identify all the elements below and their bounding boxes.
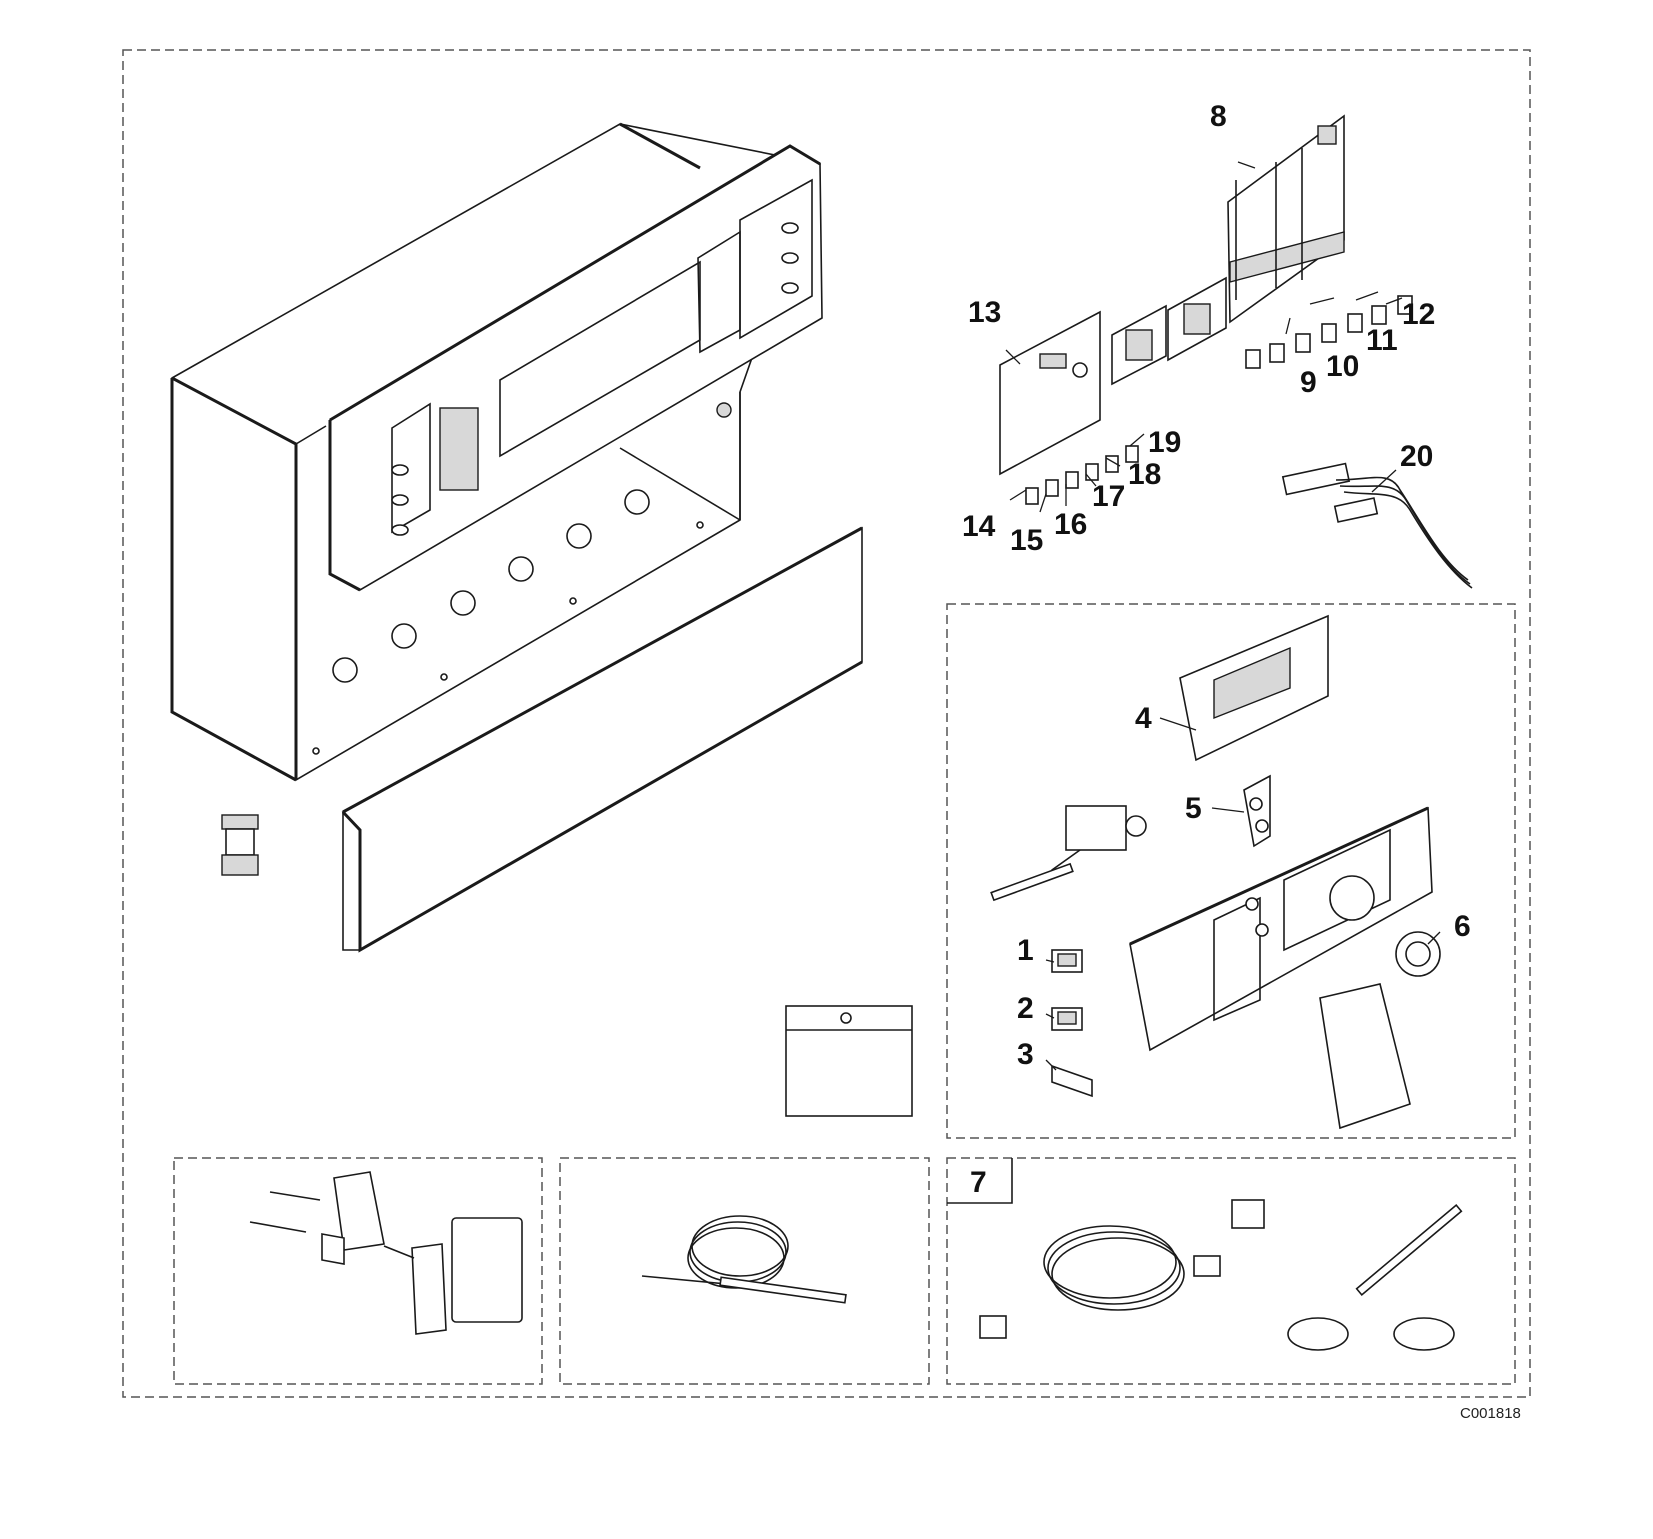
callout-labels: 1 2 3 4 5 6 7 8 9 10 11 12 13 14 15 16 1… (962, 100, 1471, 1199)
wiring-harness-20 (1281, 462, 1473, 589)
cable-gland (221, 814, 259, 876)
callout-13: 13 (968, 296, 1001, 329)
callout-18: 18 (1128, 458, 1161, 491)
sensor-kit-frame (946, 1157, 1516, 1385)
main-pcb-8 (1227, 114, 1345, 324)
front-fascia-panel (328, 144, 823, 592)
front-cover-plate (341, 526, 863, 953)
leader-lines (1005, 161, 1441, 1071)
label-bag (785, 1005, 913, 1117)
control-fascia (1129, 806, 1433, 1052)
callout-17: 17 (1092, 480, 1125, 513)
callout-12: 12 (1402, 298, 1435, 331)
callout-5: 5 (1185, 792, 1202, 825)
callout-9: 9 (1300, 366, 1317, 399)
switch-board-5 (1243, 774, 1271, 848)
switch-1 (1051, 949, 1083, 973)
callout-7: 7 (970, 1166, 987, 1199)
callout-6: 6 (1454, 910, 1471, 943)
capillary-sensor-coil (641, 1215, 847, 1304)
callout-3: 3 (1017, 1038, 1034, 1071)
callout-8: 8 (1210, 100, 1227, 133)
connector-row-9-12 (1245, 295, 1413, 369)
thermostat-with-probe (990, 805, 1147, 902)
pcb-13 (999, 310, 1101, 476)
callout-11: 11 (1366, 324, 1398, 357)
fuse-holder-3 (1051, 1064, 1093, 1098)
capillary-sensor-kit-frame (559, 1157, 930, 1385)
wall-bracket-kit (249, 1171, 523, 1335)
switch-2 (1051, 1007, 1083, 1031)
control-panel-group-frame (946, 603, 1516, 1139)
callout-2: 2 (1017, 992, 1034, 1025)
pcb-module-a (1111, 304, 1167, 386)
connector-row-14-19 (1025, 445, 1139, 505)
callout-1: 1 (1017, 934, 1034, 967)
callout-15: 15 (1010, 524, 1043, 557)
sensor-kit-7 (979, 1199, 1463, 1351)
pcb-module-b (1167, 276, 1227, 362)
callout-4: 4 (1135, 702, 1152, 735)
callout-7-box (947, 1158, 1013, 1204)
callout-16: 16 (1054, 508, 1087, 541)
reference-code: C001818 (1460, 1405, 1521, 1422)
wall-bracket-kit-frame (173, 1157, 543, 1385)
access-flap (1319, 983, 1411, 1130)
callout-14: 14 (962, 510, 996, 543)
outer-dashed-frame (122, 49, 1531, 1398)
callout-10: 10 (1326, 350, 1359, 383)
callout-19: 19 (1148, 426, 1181, 459)
callout-20: 20 (1400, 440, 1433, 473)
display-board-4 (1179, 614, 1329, 762)
